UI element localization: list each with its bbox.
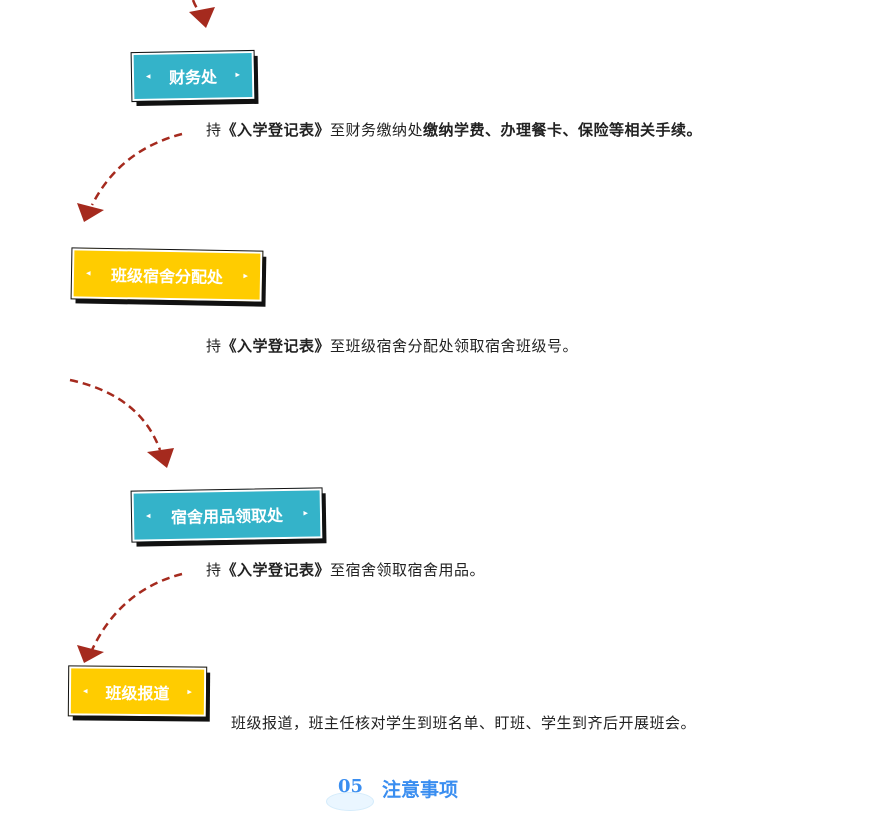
arrow-head-icon <box>77 203 104 222</box>
triangle-right-icon: ▸ <box>187 686 193 697</box>
triangle-right-icon: ▸ <box>235 70 241 81</box>
triangle-left-icon: ◂ <box>145 511 151 522</box>
step-text-class-report: 班级报道，班主任核对学生到班名单、盯班、学生到齐后开展班会。 <box>231 714 697 732</box>
step-badge-dorm-assign: ◂ 班级宿舍分配处 ▸ <box>70 247 264 303</box>
step-text-finance: 持《入学登记表》至财务缴纳处缴纳学费、办理餐卡、保险等相关手续。 <box>206 121 703 139</box>
step-text-dorm-assign: 持《入学登记表》至班级宿舍分配处领取宿舍班级号。 <box>206 337 579 355</box>
badge-label: 班级报道 <box>105 683 170 703</box>
step-badge-supplies: ◂ 宿舍用品领取处 ▸ <box>130 487 324 543</box>
step-text-supplies: 持《入学登记表》至宿舍领取宿舍用品。 <box>206 561 486 579</box>
triangle-left-icon: ◂ <box>82 686 88 697</box>
section-number-bubble <box>326 792 374 811</box>
step-badge-finance: ◂ 财务处 ▸ <box>130 49 256 103</box>
arrow-head-icon <box>77 645 104 663</box>
arrow-path <box>90 132 183 206</box>
section-heading: 05 注意事项 <box>326 770 476 815</box>
triangle-right-icon: ▸ <box>303 508 309 519</box>
arrow-path <box>69 378 162 451</box>
triangle-left-icon: ◂ <box>145 71 151 82</box>
section-title: 注意事项 <box>382 779 459 801</box>
step-badge-class-report: ◂ 班级报道 ▸ <box>67 665 208 718</box>
triangle-left-icon: ◂ <box>85 268 91 279</box>
arrow-head-icon <box>147 448 174 468</box>
badge-label: 财务处 <box>168 67 218 88</box>
badge-label: 班级宿舍分配处 <box>110 266 224 287</box>
badge-label: 宿舍用品领取处 <box>170 506 284 527</box>
arrow-head-icon <box>189 7 215 28</box>
section-number: 05 <box>338 776 364 797</box>
arrow-path <box>90 572 183 651</box>
triangle-right-icon: ▸ <box>243 271 249 282</box>
